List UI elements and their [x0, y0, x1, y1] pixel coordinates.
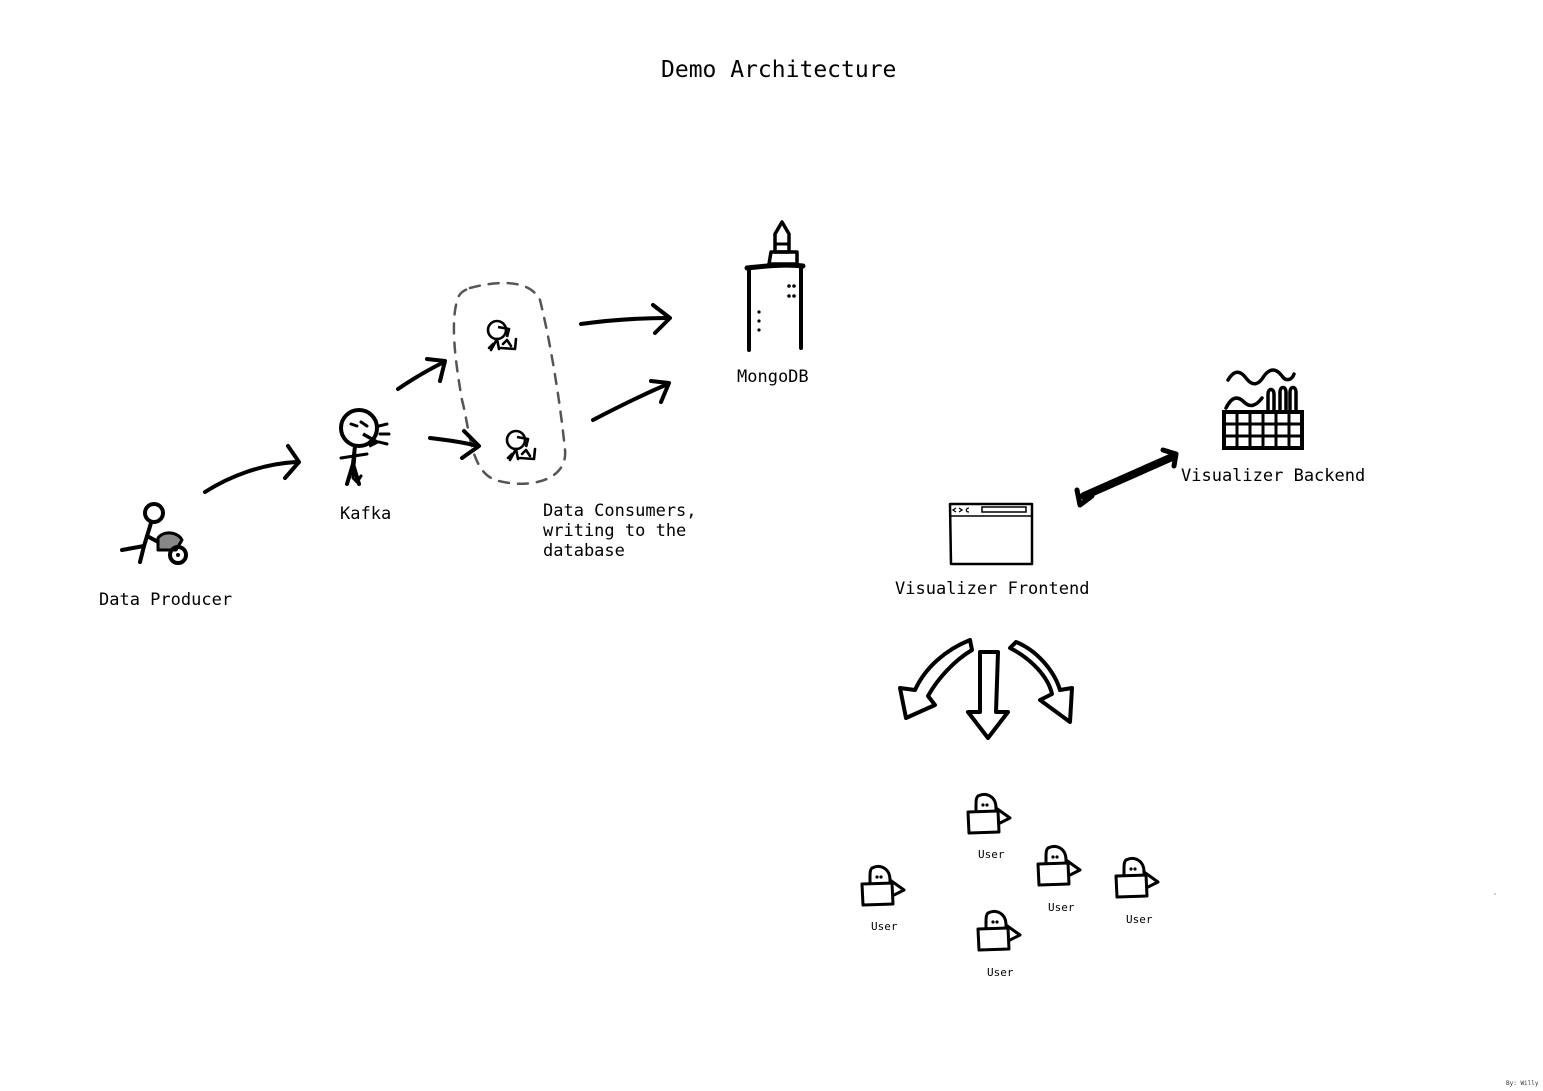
diagram-title: Demo Architecture	[661, 57, 897, 83]
visualizer-frontend-label: Visualizer Frontend	[895, 579, 1090, 599]
data-producer-label: Data Producer	[99, 590, 233, 610]
browser-window-icon	[948, 502, 1034, 566]
person-writing-icon	[486, 319, 518, 352]
arrow-frontend-backend-bidirectional	[1074, 447, 1179, 508]
user-label: User	[987, 966, 1014, 979]
user-label: User	[1048, 901, 1075, 914]
person-writing-icon	[505, 429, 537, 462]
user-icon	[1114, 857, 1160, 899]
arrow-kafka-to-consumer-top	[396, 357, 447, 391]
arrow-kafka-to-consumer-bottom	[428, 429, 481, 460]
user-icon	[1036, 845, 1082, 887]
data-consumers-label-line-1: Data Consumers,	[543, 501, 697, 521]
arrow-producer-to-kafka	[203, 444, 301, 494]
arrow-frontend-to-users-left	[898, 638, 974, 720]
user-icon	[966, 793, 1012, 835]
author-credit: By: Willy	[1506, 1080, 1539, 1087]
person-speaking-icon	[339, 408, 391, 486]
user-label: User	[871, 920, 898, 933]
arrow-consumer-top-to-mongodb	[579, 303, 672, 335]
tower-database-icon	[744, 220, 806, 352]
data-consumers-label-line-3: database	[543, 541, 625, 561]
visualizer-backend-label: Visualizer Backend	[1181, 466, 1366, 486]
consumers-group-boundary	[452, 281, 567, 485]
user-label: User	[1126, 913, 1153, 926]
user-icon	[976, 910, 1022, 952]
kafka-label: Kafka	[340, 504, 392, 524]
data-consumers-label-line-2: writing to the	[543, 521, 687, 541]
arrow-consumer-bottom-to-mongodb	[591, 379, 671, 422]
mongodb-label: MongoDB	[737, 367, 809, 387]
data-consumers-label: Data Consumers, writing to the database	[543, 501, 743, 561]
arrow-frontend-to-users-center	[966, 650, 1010, 740]
person-wheelbarrow-icon	[120, 502, 188, 565]
factory-icon	[1222, 368, 1304, 450]
user-icon	[860, 865, 906, 907]
arrow-frontend-to-users-right	[1008, 640, 1074, 724]
user-label: User	[978, 848, 1005, 861]
